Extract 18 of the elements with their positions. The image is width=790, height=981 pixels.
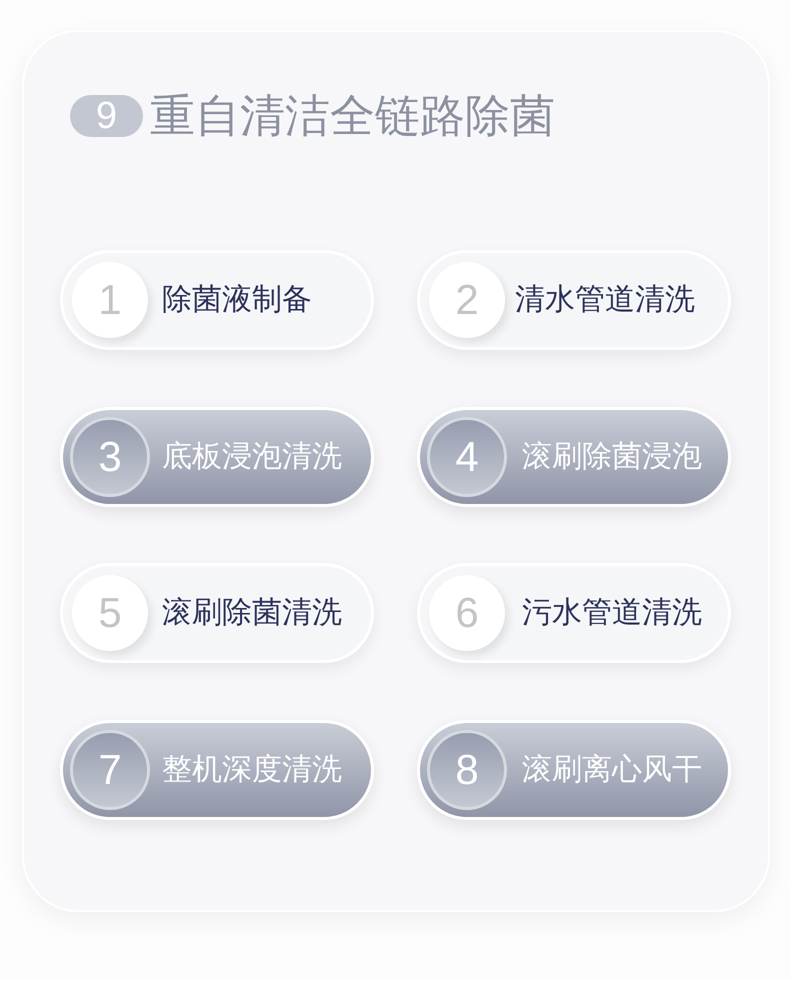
step-label: 滚刷离心风干 (522, 751, 702, 789)
title: 重自清洁全链路除菌 (150, 89, 555, 143)
number-circle: 8 (427, 730, 507, 810)
step-label: 整机深度清洗 (162, 751, 342, 789)
step-label: 滚刷除菌浸泡 (522, 438, 702, 476)
number-circle: 4 (427, 417, 507, 497)
step-label: 底板浸泡清洗 (162, 438, 342, 476)
step-label: 清水管道清洗 (515, 281, 695, 319)
number-circle: 3 (70, 417, 150, 497)
number-badge: 9 (70, 95, 143, 137)
number-circle: 6 (429, 575, 505, 651)
number-circle: 5 (72, 575, 148, 651)
step-label: 除菌液制备 (162, 281, 312, 319)
number-circle: 2 (429, 262, 505, 338)
number-circle: 7 (70, 730, 150, 810)
number-circle: 1 (72, 262, 148, 338)
step-label: 污水管道清洗 (522, 594, 702, 632)
step-label: 滚刷除菌清洗 (162, 594, 342, 632)
